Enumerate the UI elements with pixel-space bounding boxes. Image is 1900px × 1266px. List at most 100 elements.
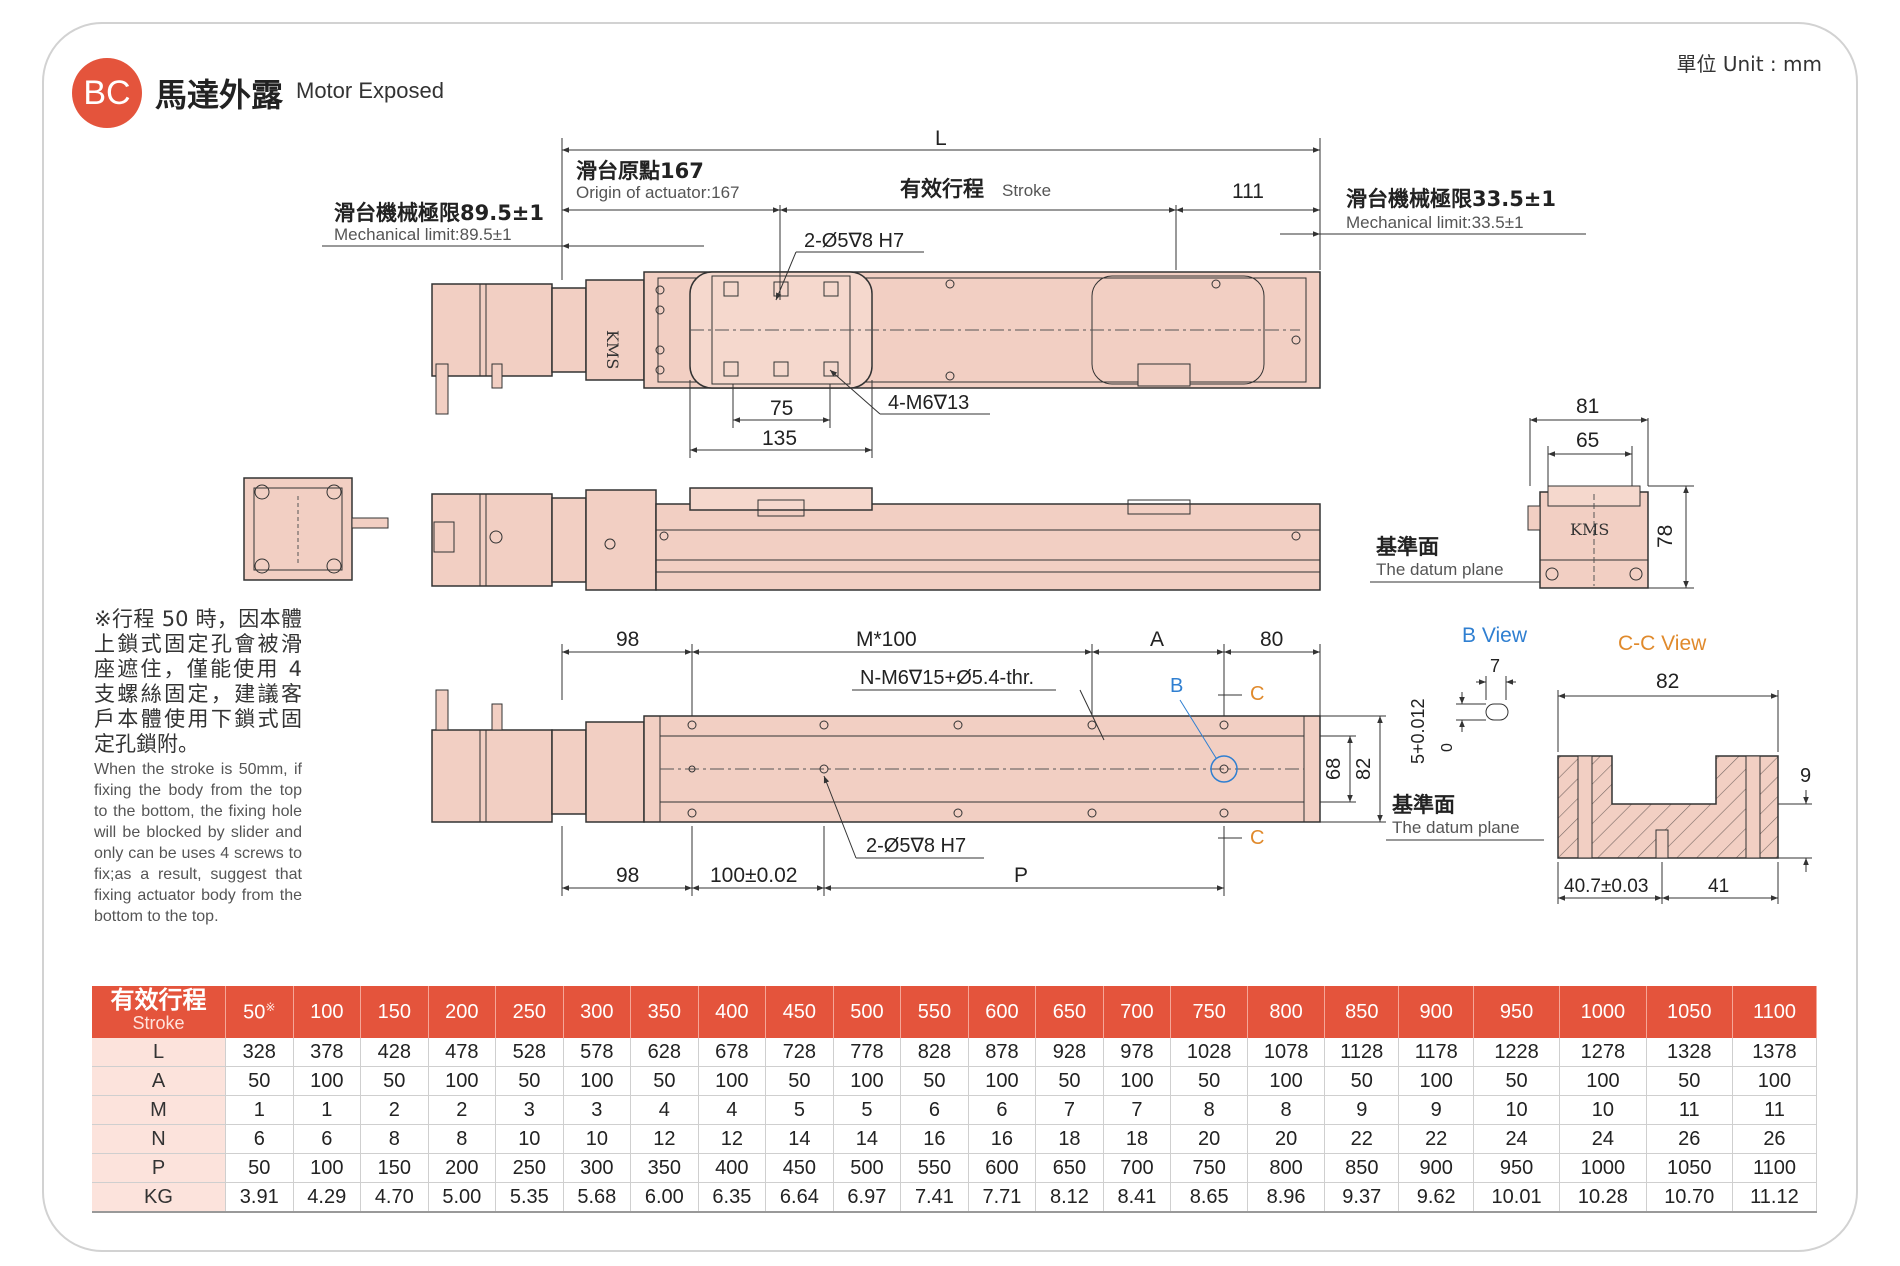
- mech-limit-right-en: Mechanical limit:33.5±1: [1346, 213, 1524, 232]
- stroke-value: 300: [580, 1000, 614, 1023]
- dim-68: 68: [1323, 758, 1345, 780]
- top-tap-label: 4-M6∇13: [888, 392, 969, 414]
- kms-logo: KMS: [603, 330, 622, 369]
- spec-cell: 22: [1398, 1124, 1474, 1154]
- spec-cell: 50: [1324, 1066, 1400, 1096]
- spec-cell: 578: [563, 1038, 632, 1067]
- page-frame: [42, 22, 1858, 1252]
- stroke-header-700: 700: [1103, 986, 1172, 1038]
- spec-cell: 1228: [1473, 1038, 1561, 1067]
- spec-cell: 100: [1559, 1066, 1647, 1096]
- spec-cell: 9.37: [1324, 1182, 1400, 1213]
- spec-cell: 6: [968, 1095, 1037, 1125]
- spec-cell: 2: [360, 1095, 429, 1125]
- spec-cell: 1: [293, 1095, 362, 1125]
- spec-cell: 800: [1247, 1153, 1326, 1183]
- stroke-note-mark: ※: [265, 999, 276, 1014]
- datum-label-en: The datum plane: [1376, 560, 1504, 579]
- spec-cell: 6.97: [833, 1182, 902, 1213]
- spec-cell: 728: [765, 1038, 834, 1067]
- page-subtitle: Motor Exposed: [296, 78, 444, 103]
- stroke-value: 950: [1499, 1000, 1534, 1023]
- spec-cell: 50: [900, 1066, 969, 1096]
- spec-cell: 10.70: [1646, 1182, 1733, 1213]
- stroke-value: 250: [512, 1000, 546, 1023]
- spec-cell: 1328: [1646, 1038, 1733, 1067]
- page-title: 馬達外露: [155, 76, 284, 114]
- spec-cell: 6.00: [630, 1182, 699, 1213]
- spec-cell: 20: [1247, 1124, 1326, 1154]
- stroke-value: 600: [985, 1000, 1019, 1023]
- stroke-header-350: 350: [630, 986, 699, 1038]
- stroke-header-50: 50※: [225, 986, 294, 1038]
- end-view-right: KMS 81 65 78 基準面 The datum plane: [1370, 395, 1694, 589]
- bottom-hole-label: 2-Ø5∇8 H7: [866, 835, 966, 857]
- spec-cell: 700: [1103, 1153, 1172, 1183]
- mech-limit-left-zh: 滑台機械極限89.5±1: [334, 201, 544, 225]
- spec-cell: 778: [833, 1038, 902, 1067]
- spec-cell: 2: [428, 1095, 497, 1125]
- spec-cell: 4: [630, 1095, 699, 1125]
- cc-section: [1557, 755, 1779, 859]
- spec-cell: 1000: [1559, 1153, 1647, 1183]
- spec-cell: 50: [360, 1066, 429, 1096]
- dim-135: 135: [762, 427, 797, 450]
- spec-cell: 428: [360, 1038, 429, 1067]
- spec-cell: 1178: [1398, 1038, 1474, 1067]
- spec-cell: 16: [968, 1124, 1037, 1154]
- bottom-view: 98 M*100 A 80 N-M6∇15+Ø5.4-thr. B C C 68…: [431, 628, 1386, 896]
- spec-cell: 500: [833, 1153, 902, 1183]
- b-datum-en: The datum plane: [1392, 818, 1520, 837]
- mech-limit-left-en: Mechanical limit:89.5±1: [334, 225, 512, 244]
- spec-cell: 950: [1473, 1153, 1561, 1183]
- spec-cell: 1078: [1247, 1038, 1326, 1067]
- stroke-value: 900: [1419, 1000, 1453, 1023]
- b-view-tol: 5+0.012: [1408, 698, 1428, 764]
- dim-L: L: [935, 127, 947, 150]
- stroke-header-850: 850: [1324, 986, 1400, 1038]
- spec-cell: 12: [698, 1124, 767, 1154]
- spec-cell: 4.29: [293, 1182, 362, 1213]
- spec-cell: 828: [900, 1038, 969, 1067]
- spec-cell: 10: [563, 1124, 632, 1154]
- spec-cell: 100: [1247, 1066, 1326, 1096]
- spec-cell: 1100: [1732, 1153, 1818, 1183]
- dim-98-top: 98: [616, 628, 639, 651]
- stroke-value: 750: [1192, 1000, 1226, 1023]
- spec-cell: 5: [833, 1095, 902, 1125]
- spec-cell: 7.71: [968, 1182, 1037, 1213]
- motor-end-view: [243, 477, 389, 581]
- spec-cell: 10: [1473, 1095, 1561, 1125]
- dim-65: 65: [1576, 429, 1599, 452]
- spec-cell: 10.01: [1473, 1182, 1561, 1213]
- spec-row-label: KG: [92, 1182, 226, 1213]
- spec-cell: 6.64: [765, 1182, 834, 1213]
- spec-cell: 7: [1103, 1095, 1172, 1125]
- spec-cell: 5.68: [563, 1182, 632, 1213]
- spec-cell: 300: [563, 1153, 632, 1183]
- stroke-value: 450: [782, 1000, 817, 1023]
- spec-cell: 8: [428, 1124, 497, 1154]
- stroke-header-400: 400: [698, 986, 767, 1038]
- spec-cell: 678: [698, 1038, 767, 1067]
- end-view-logo: KMS: [1570, 520, 1609, 539]
- spec-cell: 3: [563, 1095, 632, 1125]
- cc-dim-9: 9: [1800, 765, 1811, 787]
- stroke-label-en: Stroke: [1002, 181, 1051, 200]
- spec-cell: 400: [698, 1153, 767, 1183]
- stroke-header-600: 600: [968, 986, 1037, 1038]
- spec-cell: 24: [1473, 1124, 1561, 1154]
- cc-view-title: C-C View: [1618, 632, 1707, 655]
- spec-cell: 50: [1170, 1066, 1249, 1096]
- stroke-header-550: 550: [900, 986, 969, 1038]
- dim-98-bottom: 98: [616, 864, 639, 887]
- stroke-value: 150: [377, 1000, 411, 1023]
- spec-cell: 50: [765, 1066, 834, 1096]
- spec-cell: 100: [698, 1066, 767, 1096]
- dim-78: 78: [1654, 525, 1677, 548]
